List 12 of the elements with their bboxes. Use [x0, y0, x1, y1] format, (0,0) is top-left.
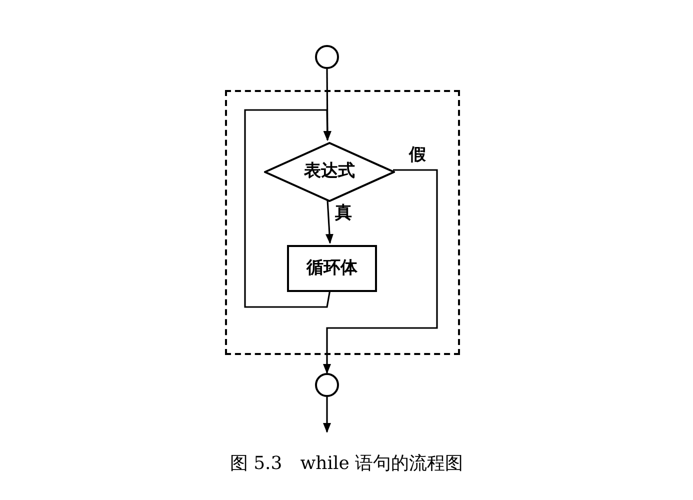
node-label: 循环体 — [306, 256, 358, 280]
loop-boundary — [225, 90, 460, 355]
arrow — [244, 109, 332, 308]
arrow — [323, 169, 438, 374]
arrow — [323, 397, 331, 433]
node-label: 表达式 — [304, 160, 355, 184]
process-box — [287, 245, 377, 292]
edge-label: 真 — [333, 203, 354, 224]
arrow — [323, 69, 332, 141]
arrow — [325, 200, 334, 244]
decision-diamond — [264, 142, 395, 202]
caption: 图 5.3 while 语句的流程图 — [228, 452, 464, 476]
